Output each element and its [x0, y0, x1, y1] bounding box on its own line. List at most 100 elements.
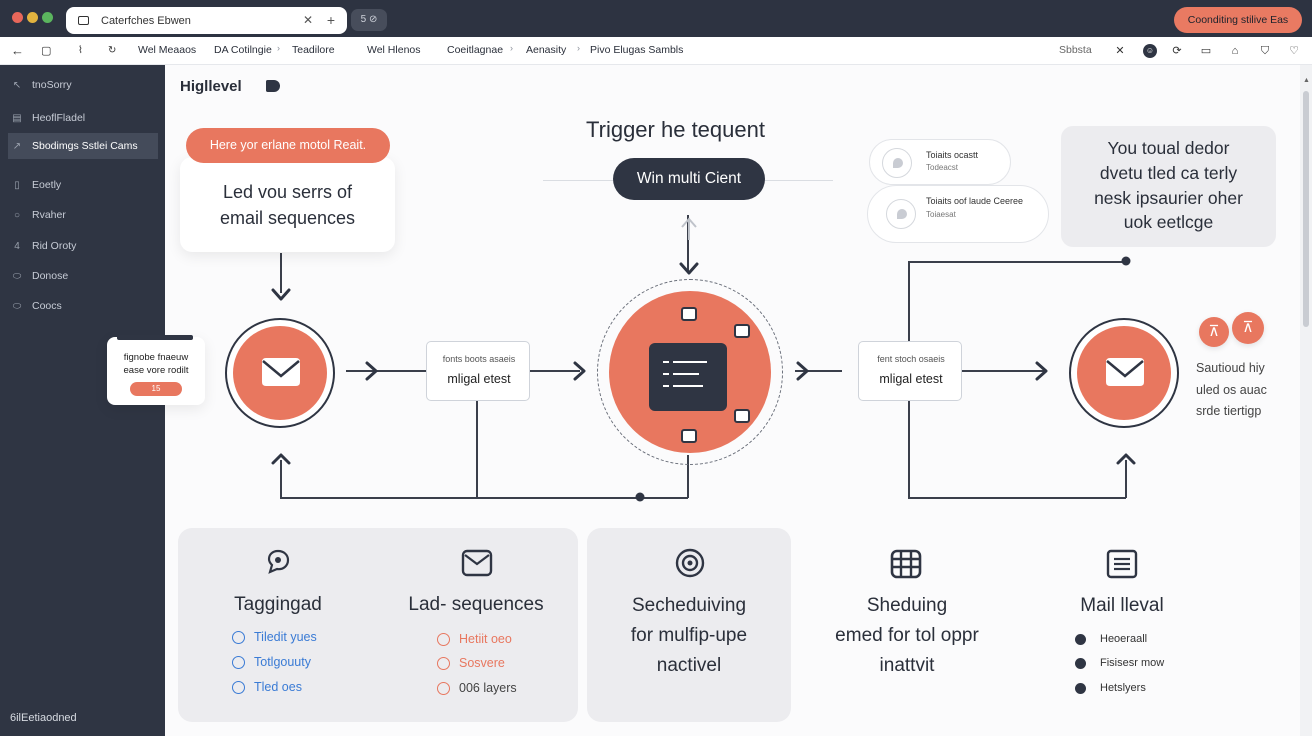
bullet-icon: [1075, 633, 1086, 645]
clear-icon[interactable]: ✕: [1115, 45, 1125, 57]
profile-icon[interactable]: ☺: [1143, 44, 1157, 58]
email-node-right[interactable]: [1069, 318, 1179, 428]
info-card-text: email sequences: [219, 208, 356, 228]
search-field[interactable]: Sbbsta: [1059, 44, 1092, 56]
feature-option[interactable]: Heoeraall: [1075, 633, 1147, 645]
target-icon: [675, 548, 705, 578]
crumb-3[interactable]: Teadilore: [292, 44, 335, 56]
crumb-5[interactable]: Coeitlagnae: [447, 44, 504, 56]
email-node-left[interactable]: [225, 318, 335, 428]
feature-option[interactable]: Hetslyers: [1075, 682, 1146, 694]
connector-line: [908, 261, 910, 341]
crumb-1[interactable]: Wel Meaaos: [138, 44, 197, 56]
popup-button[interactable]: 15: [130, 382, 182, 396]
node-port-icon[interactable]: [734, 409, 750, 423]
history-icon[interactable]: ↻: [108, 45, 117, 56]
connector-line: [346, 370, 426, 372]
mail-icon: [262, 358, 300, 386]
trigger-pill-button[interactable]: Win multi Cient: [613, 158, 765, 200]
folder-icon[interactable]: ▭: [1200, 45, 1212, 57]
crumb-6[interactable]: Aenasity: [526, 44, 567, 56]
feature-option[interactable]: Hetiit oeo: [437, 632, 512, 646]
badge-icon[interactable]: ⊼: [1232, 312, 1264, 344]
info-card-right: You toual dedor dvetu tled ca terly nesk…: [1061, 126, 1276, 247]
radio-icon[interactable]: [437, 656, 450, 670]
heart-icon[interactable]: ♡: [1289, 45, 1299, 57]
option-label: Hetslyers: [1100, 682, 1146, 694]
feature-option[interactable]: Tiledit yues: [232, 630, 317, 644]
square-icon: ▯: [14, 179, 20, 191]
popup-card: fignobe fnaeuw ease vore rodilt 15: [107, 335, 205, 405]
node-port-icon[interactable]: [734, 324, 750, 338]
close-window-dot[interactable]: [12, 12, 23, 23]
info-card-text: You toual dedor: [1107, 138, 1230, 158]
arrow-up-icon: [1116, 453, 1136, 465]
feature-panel-scheduling: [587, 528, 791, 722]
radio-icon[interactable]: [232, 630, 245, 644]
arrow-right-icon: [365, 361, 378, 381]
bookmark-icon[interactable]: ⌇: [78, 45, 83, 56]
node-port-icon[interactable]: [681, 429, 697, 443]
mini-card-subtitle: Toiaesat: [926, 210, 956, 219]
minimize-window-dot[interactable]: [27, 12, 38, 23]
refresh-icon[interactable]: ⟳: [1172, 45, 1182, 57]
connector-line: [795, 370, 842, 372]
option-label: 006 layers: [459, 681, 517, 695]
connector-line: [1125, 460, 1127, 498]
popup-topbar: [117, 335, 193, 340]
terminal-line: [663, 385, 669, 387]
bag-icon[interactable]: ⌂: [1231, 45, 1239, 57]
feature-option[interactable]: Totlgouuty: [232, 655, 311, 669]
feature-option[interactable]: Fisisesr mow: [1075, 657, 1164, 669]
crumb-2[interactable]: DA Cotilngie: [214, 44, 272, 56]
node-port-icon[interactable]: [681, 307, 697, 321]
feature-option[interactable]: Sosvere: [437, 656, 505, 670]
bullet-icon: [1075, 657, 1086, 669]
panel-icon[interactable]: ▢: [41, 45, 52, 57]
maximize-window-dot[interactable]: [42, 12, 53, 23]
scroll-up-icon[interactable]: ▲: [1303, 77, 1310, 84]
scrollbar-thumb[interactable]: [1303, 91, 1309, 327]
connector-line: [908, 497, 1126, 499]
browser-tab-secondary[interactable]: 5 ⊘: [351, 9, 387, 31]
mini-card-2[interactable]: Toiaits oof laude Ceeree Toiaesat: [867, 185, 1049, 243]
step-box-right[interactable]: fent stoch osaeis mligal etest: [858, 341, 962, 401]
new-tab-icon[interactable]: +: [326, 12, 335, 28]
bullet-icon: [1075, 682, 1086, 694]
mini-card-1[interactable]: Toiaits ocastt Todeacst: [869, 139, 1011, 185]
shield-icon[interactable]: ⛉: [1260, 45, 1270, 57]
step-box-subtitle: fent stoch osaeis: [877, 354, 945, 364]
oval-icon: ⬭: [12, 270, 22, 282]
sidebar-item-2[interactable]: ▤HeoflFladel: [8, 105, 158, 131]
radio-icon[interactable]: [437, 632, 450, 646]
sidebar-item-7[interactable]: ⬭Donose: [8, 263, 158, 289]
radio-icon[interactable]: [232, 680, 245, 694]
vertical-scrollbar[interactable]: ▲: [1300, 65, 1312, 736]
terminal-line: [673, 361, 707, 363]
sidebar-item-1[interactable]: ↖tnoSorry: [8, 72, 158, 98]
step-box-left[interactable]: fonts boots asaeis mligal etest: [426, 341, 530, 401]
back-arrow-icon[interactable]: ←: [11, 43, 24, 58]
feature-option[interactable]: Tled oes: [232, 680, 302, 694]
crumb-7[interactable]: Pivo Elugas Sambls: [590, 44, 684, 56]
close-tab-icon[interactable]: ✕: [302, 13, 313, 27]
header-cta-button[interactable]: Coonditing stilive Eas: [1174, 7, 1302, 33]
sidebar-item-8[interactable]: ⬭Coocs: [8, 293, 158, 319]
sidebar-item-4[interactable]: ▯Eoetly: [8, 172, 158, 198]
arrow-icon: ↗: [12, 140, 22, 152]
sidebar-item-5[interactable]: ○Rvaher: [8, 202, 158, 228]
terminal-line: [663, 361, 669, 363]
sidebar-item-label: HeoflFladel: [32, 112, 86, 124]
sidebar-item-3-active[interactable]: ↗Sbodimgs Sstlei Cams: [8, 133, 158, 159]
terminal-line: [673, 385, 703, 387]
radio-icon[interactable]: [232, 655, 245, 669]
badge-icon[interactable]: ⊼: [1199, 317, 1229, 347]
feature-option[interactable]: 006 layers: [437, 681, 517, 695]
info-pill-button[interactable]: Here yor erlane motol Reait.: [186, 128, 390, 163]
radio-icon[interactable]: [437, 681, 450, 695]
browser-tab-active[interactable]: Caterfches Ebwen ✕ +: [66, 7, 347, 34]
crumb-4[interactable]: Wel Hlenos: [367, 44, 421, 56]
avatar: [886, 199, 916, 229]
sidebar-item-label: tnoSorry: [32, 79, 72, 91]
